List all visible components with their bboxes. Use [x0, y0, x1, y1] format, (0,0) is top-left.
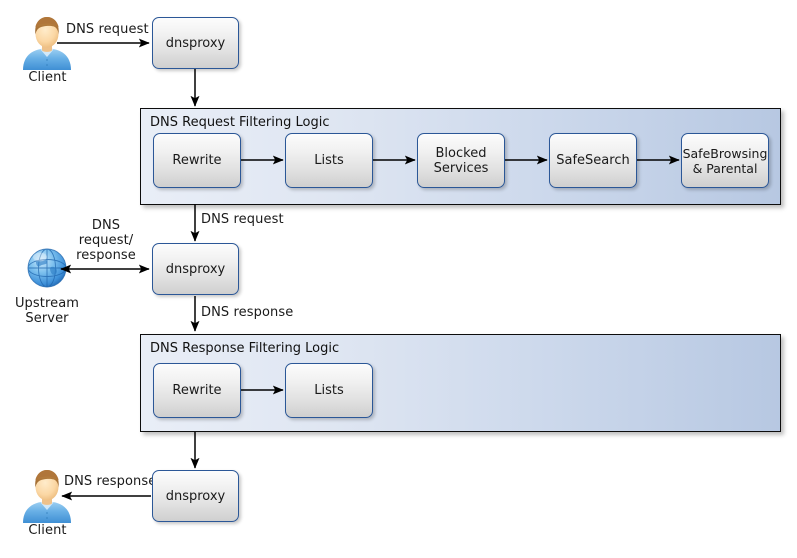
- dns-response-filtering-container: DNS Response Filtering Logic: [140, 334, 781, 432]
- dnsproxy-bottom-label: dnsproxy: [165, 488, 226, 504]
- dnsproxy-middle-box[interactable]: dnsproxy: [152, 243, 239, 295]
- stage-rewrite-request[interactable]: Rewrite: [153, 133, 241, 188]
- stage-safebrowsing-parental-label: SafeBrowsing & Parental: [682, 145, 768, 176]
- client-top-label: Client: [28, 70, 67, 85]
- dnsproxy-middle-label: dnsproxy: [165, 261, 226, 277]
- stage-safesearch-label: SafeSearch: [556, 153, 630, 168]
- dnsproxy-top-label: dnsproxy: [165, 35, 226, 51]
- dns-response-filtering-title: DNS Response Filtering Logic: [150, 341, 340, 356]
- edge-label-upstream-exchange: DNS request/ response: [76, 218, 136, 263]
- stage-rewrite-response[interactable]: Rewrite: [153, 363, 241, 418]
- stage-lists-request-label: Lists: [314, 153, 344, 168]
- dnsproxy-top-box[interactable]: dnsproxy: [152, 17, 239, 69]
- stage-blocked-services[interactable]: Blocked Services: [417, 133, 505, 188]
- edge-label-proxy-to-client: DNS response: [64, 474, 157, 489]
- stage-rewrite-request-label: Rewrite: [172, 153, 222, 168]
- stage-lists-response[interactable]: Lists: [285, 363, 373, 418]
- dns-request-filtering-title: DNS Request Filtering Logic: [150, 115, 330, 130]
- client-bottom-label: Client: [28, 523, 67, 538]
- stage-rewrite-response-label: Rewrite: [172, 383, 222, 398]
- user-avatar-icon: [23, 17, 71, 70]
- upstream-server-label: Upstream Server: [0, 296, 94, 326]
- user-avatar-icon: [23, 470, 71, 523]
- edge-label-proxy-to-request-filter: DNS request: [201, 212, 284, 227]
- edge-label-proxy-to-response-filter: DNS response: [201, 305, 294, 320]
- dnsproxy-bottom-box[interactable]: dnsproxy: [152, 470, 239, 522]
- stage-lists-request[interactable]: Lists: [285, 133, 373, 188]
- stage-lists-response-label: Lists: [314, 383, 344, 398]
- upstream-server-label-text: Upstream Server: [14, 296, 80, 326]
- stage-safesearch[interactable]: SafeSearch: [549, 133, 637, 188]
- edge-label-client-to-proxy: DNS request: [66, 22, 149, 37]
- stage-blocked-services-label: Blocked Services: [433, 145, 489, 176]
- stage-safebrowsing-parental[interactable]: SafeBrowsing & Parental: [681, 133, 769, 188]
- globe-icon: [27, 248, 67, 288]
